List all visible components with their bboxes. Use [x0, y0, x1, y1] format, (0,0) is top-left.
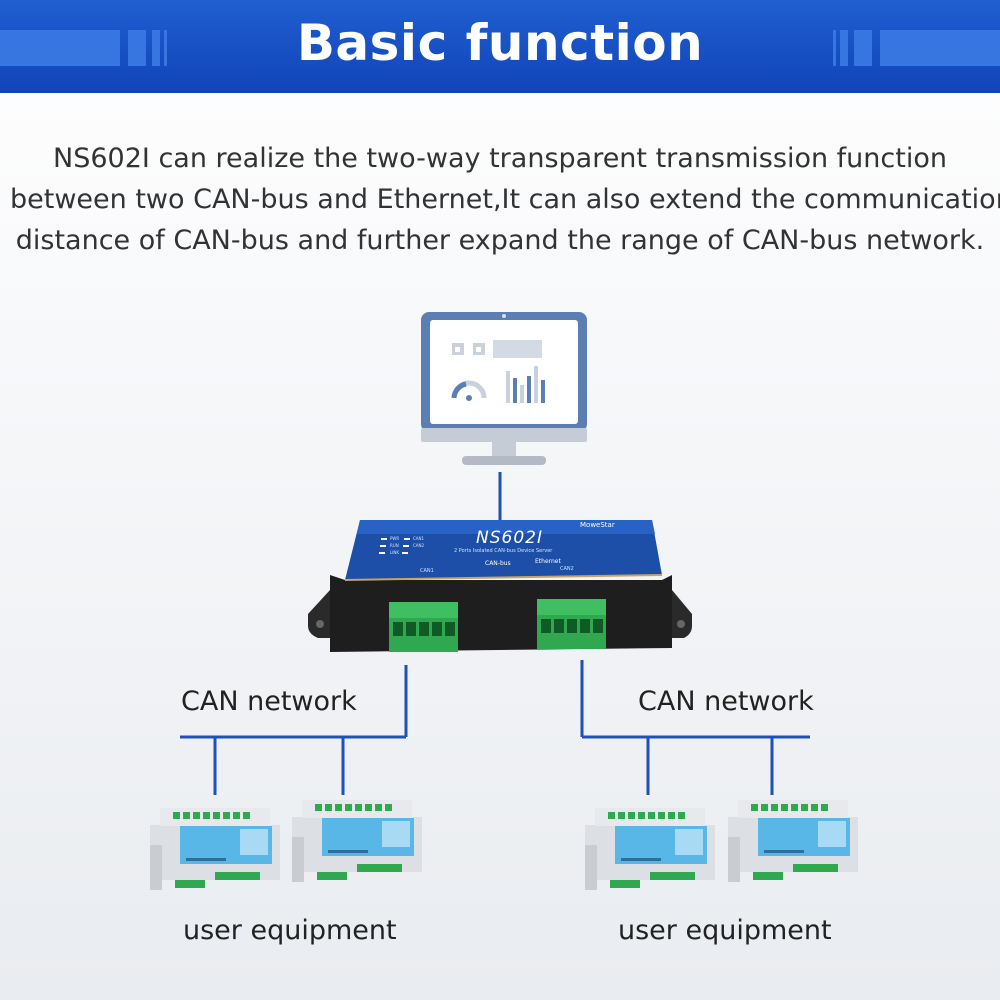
header-stripes-left	[0, 30, 175, 66]
device-port1-label: CAN1	[420, 568, 434, 574]
description-line-1: NS602I can realize the two-way transpare…	[53, 143, 947, 174]
status-leds-icon	[379, 538, 410, 554]
user-equipment-label-left: user equipment	[183, 915, 397, 946]
led-label: RUN	[390, 543, 399, 548]
user-equipment-module-icon	[585, 808, 715, 890]
user-equipment-label-right: user equipment	[618, 915, 832, 946]
device-eth-caption: Ethernet	[535, 558, 561, 565]
description: NS602I can realize the two-way transpare…	[10, 138, 1000, 261]
device-model-label: NS602I	[476, 528, 543, 548]
connection-lines	[180, 472, 810, 795]
computer-monitor-icon	[421, 312, 587, 465]
user-equipment-module-icon	[292, 800, 422, 882]
led-label: PWR	[390, 536, 400, 541]
device-led-labels: PWR RUN LINK	[390, 535, 399, 556]
led-label: CAN2	[413, 543, 425, 548]
can2-terminal-block-icon	[537, 599, 606, 649]
can1-terminal-block-icon	[389, 602, 458, 652]
device-bus-caption: CAN-bus	[485, 560, 511, 567]
device-led-labels-2: CAN1 CAN2	[413, 535, 424, 549]
description-line-2: between two CAN-bus and Ethernet,It can …	[10, 184, 1000, 215]
device-brand-label: MoweStar	[580, 521, 615, 529]
device-ns602i	[308, 520, 692, 652]
led-label: LINK	[390, 550, 400, 555]
header-stripes-right	[825, 30, 1000, 66]
can-network-label-right: CAN network	[638, 686, 814, 717]
user-equipment-module-icon	[728, 800, 858, 882]
device-subtitle-label: 2 Ports Isolated CAN-bus Device Server	[454, 548, 553, 554]
can-network-label-left: CAN network	[181, 686, 357, 717]
device-port2-label: CAN2	[560, 566, 574, 572]
header-banner: Basic function	[0, 0, 1000, 93]
description-line-3: distance of CAN-bus and further expand t…	[15, 225, 985, 256]
page-title: Basic function	[296, 14, 704, 72]
led-label: CAN1	[413, 536, 425, 541]
user-equipment-module-icon	[150, 808, 280, 890]
